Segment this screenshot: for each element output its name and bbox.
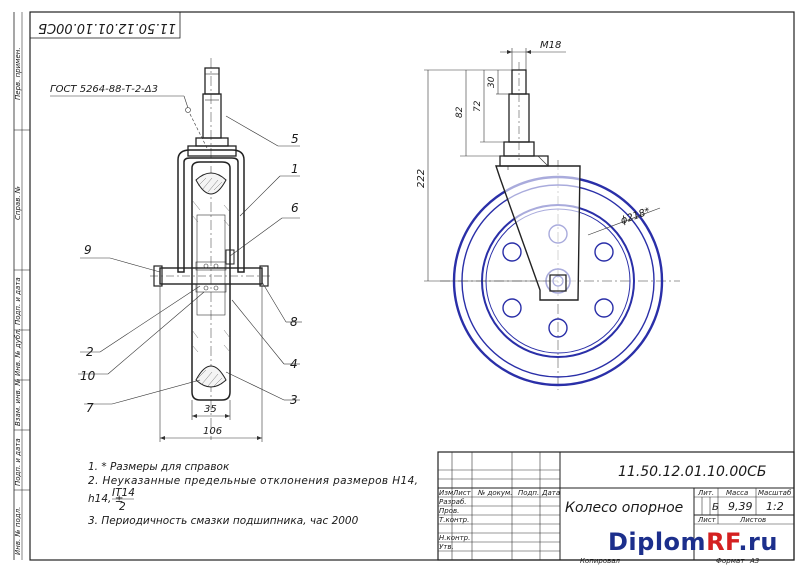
callout-4: 4 [290,357,298,371]
note-2-frac-bot: 2 [119,501,126,513]
title-block: Изм Лист № докум. Подп. Дата Разраб. Про… [437,451,795,565]
callout-6: 6 [291,201,299,215]
note-2-frac-top: IT14 [112,487,135,499]
strip-label-4: Взам. инв. № [14,378,22,426]
dim-72: 72 [473,100,483,112]
strip-label-1: Справ. № [14,186,22,220]
note-2a: 2. Неуказанные предельные отклонения раз… [88,475,418,487]
watermark-part-2: RF [706,528,739,556]
tb-sheet-label: Лист [697,516,717,524]
tb-col-doc: № докум. [477,489,513,497]
strip-label-2: Подп. и дата [14,277,22,325]
rotated-doc-number-box: 11.50.12.01.10.00СБ [29,11,181,39]
format-label: Формат [716,557,745,565]
callout-5: 5 [291,132,299,146]
watermark-part-1: Diplom [608,528,707,556]
strip-label-5: Подп. и дата [14,438,22,486]
drawing-frame [29,11,795,561]
watermark-part-3: .ru [738,528,778,556]
strip-label-6: Инв. № подл. [14,507,22,555]
copy-label: Копировал [580,557,621,565]
gost-label: ГОСТ 5264-88-Т-2-Δ3 [50,84,158,95]
tb-col-sign: Подп. [518,489,539,497]
doc-number: 11.50.12.01.10.00СБ [618,464,767,480]
dim-106: 106 [203,426,222,437]
front-view: М18 30 72 82 222 ϕ218* [416,40,680,390]
standard-reference: ГОСТ 5264-88-Т-2-Δ3 [50,84,209,151]
tb-col-date: Дата [541,489,560,497]
watermark: DiplomRF.ru [608,528,778,556]
strip-label-3: Инв. № дубл. [14,328,22,376]
strip-label-0: Перв. примен. [14,47,22,100]
dim-82: 82 [455,106,465,118]
tb-lit-label: Лит. [697,489,714,497]
left-strip: Перв. примен. Справ. № Подп. и дата Инв.… [13,12,30,560]
format-value: А3 [749,557,759,565]
dim-thread: М18 [540,40,561,51]
callout-3: 3 [290,393,298,407]
callouts: 5 1 6 9 2 10 7 8 4 3 [78,115,302,415]
tb-role-0: Разраб. [439,498,467,506]
tb-role-4: Утв. [439,543,454,551]
tb-mass-label: Масса [726,489,748,497]
dim-30: 30 [487,76,497,88]
tb-scale-label: Масштаб [758,489,792,497]
tb-role-2: Т.контр. [439,516,469,524]
rotated-doc-number: 11.50.12.01.10.00СБ [38,20,176,35]
note-1: 1. * Размеры для справок [88,461,230,473]
callout-9: 9 [84,243,92,257]
section-view: 35 106 [150,58,272,442]
technical-notes: 1. * Размеры для справок 2. Неуказанные … [88,461,418,527]
tb-scale: 1:2 [766,500,784,513]
callout-2: 2 [86,345,94,359]
tb-col-izm: Изм [439,489,454,497]
note-3: 3. Периодичность смазки подшипника, час … [88,515,359,527]
tb-sheets-label: Листов [739,516,766,524]
callout-8: 8 [290,315,298,329]
dim-35: 35 [204,404,217,415]
tb-col-list: Лист [452,489,472,497]
note-2b: h14, ± [88,493,124,505]
tb-litera: Б [712,502,719,513]
drawing-title: Колесо опорное [565,500,683,516]
tb-role-1: Пров. [439,507,459,515]
tb-role-3: Н.контр. [439,534,470,542]
callout-10: 10 [80,369,96,383]
callout-7: 7 [86,401,94,415]
callout-1: 1 [291,162,299,176]
dim-222: 222 [416,169,427,188]
tb-mass: 9,39 [728,500,753,513]
